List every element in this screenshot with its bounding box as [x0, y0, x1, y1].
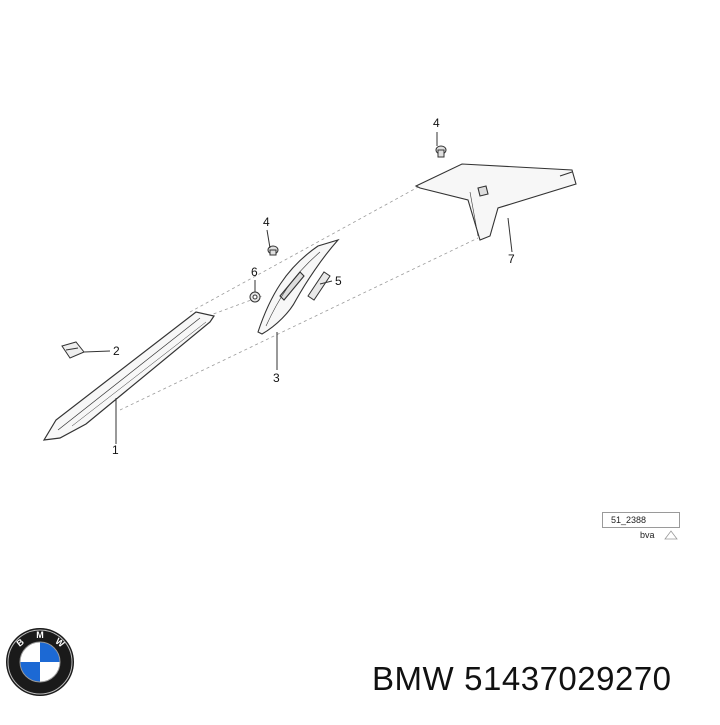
diagram-reference-sub: bva — [640, 530, 655, 540]
callout-7: 7 — [508, 252, 515, 266]
brand-name: BMW — [372, 660, 455, 697]
leader-lines — [83, 132, 513, 444]
part-4-screw-top — [435, 145, 447, 158]
bmw-logo: B M W — [6, 628, 74, 696]
bmw-logo-letter-m: M — [36, 630, 44, 640]
part-7-rear-trim — [414, 163, 577, 241]
part-1-pillar-trim — [42, 311, 215, 441]
part-2-clip — [61, 341, 85, 359]
callout-6: 6 — [251, 265, 258, 279]
diagram-reference-code: 51_2388 — [602, 512, 680, 528]
callout-1: 1 — [112, 443, 119, 457]
part-number: 51437029270 — [464, 660, 672, 697]
callout-4-top: 4 — [433, 116, 440, 130]
bmw-logo-letter-b: B — [15, 636, 27, 648]
callout-5: 5 — [335, 274, 342, 288]
callout-3: 3 — [273, 371, 280, 385]
warning-triangle-icon — [664, 530, 678, 540]
part-6-nut — [249, 291, 261, 303]
part-4-screw-middle — [267, 245, 279, 256]
callout-2: 2 — [113, 344, 120, 358]
part-3-middle-trim — [257, 238, 340, 335]
assembly-guide-lines — [119, 185, 479, 411]
callout-4-middle: 4 — [263, 215, 270, 229]
part-5-strip — [307, 271, 331, 301]
